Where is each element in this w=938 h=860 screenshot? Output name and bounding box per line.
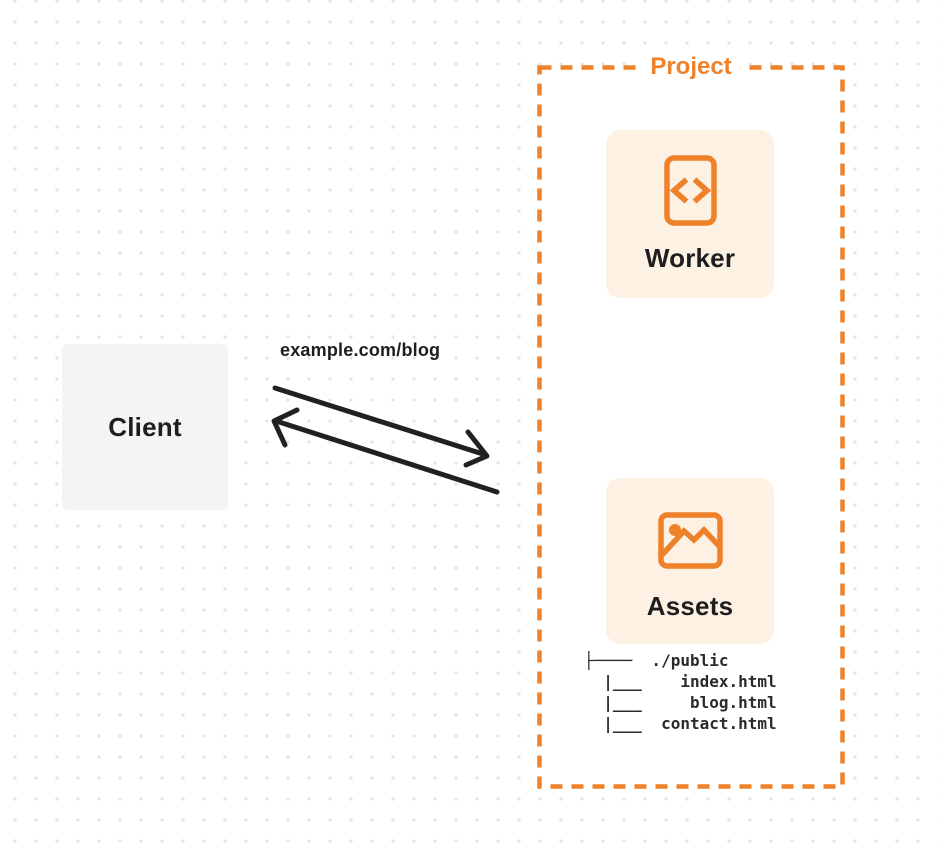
assets-card: Assets (606, 478, 774, 644)
client-box: Client (62, 344, 228, 510)
project-box: Project Worker Assets ├──── ./public |__… (536, 53, 846, 789)
worker-card: Worker (606, 130, 774, 298)
tree-line-blog: |___ blog.html (584, 693, 777, 712)
image-icon (657, 512, 723, 569)
tree-line-index: |___ index.html (584, 672, 777, 691)
project-label: Project (641, 53, 741, 81)
request-arrow (272, 385, 490, 468)
code-file-icon (663, 155, 717, 226)
request-url-label: example.com/blog (280, 340, 441, 360)
worker-label: Worker (644, 243, 736, 273)
assets-file-tree: ├──── ./public |___ index.html |___ blog… (584, 650, 777, 734)
response-arrow (271, 407, 500, 495)
client-label: Client (108, 411, 182, 442)
tree-line-public: ├──── ./public (584, 651, 729, 670)
tree-line-contact: |___ contact.html (584, 714, 777, 733)
assets-label: Assets (646, 591, 734, 621)
